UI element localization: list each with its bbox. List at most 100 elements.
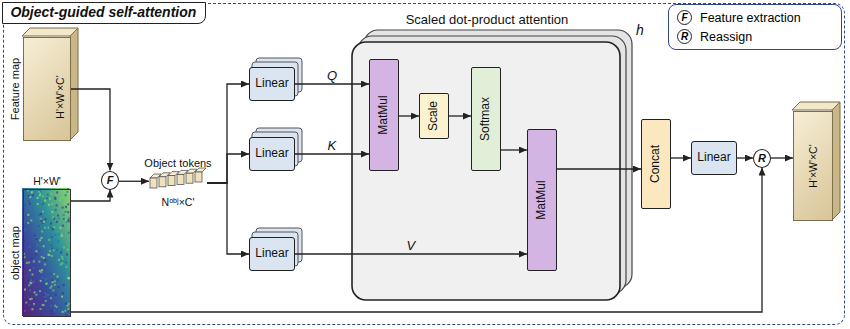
node-label: Scale	[427, 101, 441, 131]
texture-dot	[29, 282, 31, 284]
texture-dot	[28, 261, 30, 263]
texture-dot	[44, 279, 46, 281]
texture-dot	[56, 306, 58, 308]
token-face	[186, 173, 193, 183]
texture-dot	[58, 233, 60, 235]
texture-dot	[41, 202, 43, 204]
texture-dot	[29, 273, 31, 275]
texture-dot	[66, 191, 68, 193]
texture-dot	[42, 277, 44, 279]
texture-dot	[41, 203, 43, 205]
node-label: object map	[9, 226, 22, 280]
texture-dot	[50, 222, 52, 224]
object-map: object mapH'×W'	[23, 189, 71, 317]
texture-dot	[46, 197, 48, 199]
texture-dot	[43, 202, 45, 204]
texture-dot	[31, 308, 33, 310]
texture-dot	[50, 244, 52, 246]
texture-dot	[54, 233, 56, 235]
node-label: Linear	[255, 147, 288, 161]
texture-dot	[27, 274, 29, 276]
texture-dot	[30, 279, 32, 281]
texture-dot	[29, 289, 31, 291]
texture-dot	[55, 294, 57, 296]
head-count-label: h	[636, 23, 644, 38]
node-sublabel: Nᵒᵇʲ×C'	[162, 196, 195, 208]
arrow-connector	[501, 149, 527, 150]
arrow-connector	[671, 157, 691, 158]
texture-dot	[50, 273, 52, 275]
texture-dot	[41, 269, 43, 271]
texture-dot	[63, 214, 65, 216]
texture-dot	[40, 213, 42, 215]
concat-box: Concat	[641, 119, 671, 209]
texture-dot	[58, 248, 60, 250]
texture-dot	[66, 297, 68, 299]
arrow-connector	[399, 115, 419, 116]
symbol-letter: F	[681, 13, 687, 23]
feature-map: Feature mapH'×W'×C'	[23, 37, 71, 141]
node-label: Object tokens	[144, 157, 211, 170]
texture-dot	[58, 286, 60, 288]
texture-dot	[61, 296, 63, 298]
texture-dot	[49, 227, 51, 229]
texture-dot	[65, 303, 67, 305]
texture-dot	[43, 245, 45, 247]
texture-dot	[29, 202, 31, 204]
texture-dot	[31, 274, 33, 276]
texture-dot	[47, 194, 49, 196]
texture-dot	[55, 234, 57, 236]
texture-dot	[42, 210, 44, 212]
legend-text: Reassign	[700, 30, 752, 44]
token-face	[177, 174, 184, 184]
matmul-box: MatMul	[369, 59, 399, 171]
texture-dot	[65, 194, 67, 196]
texture-dot	[47, 291, 49, 293]
texture-dot	[28, 304, 30, 306]
texture-dot	[33, 193, 35, 195]
node-label: Concat	[649, 145, 663, 183]
texture-dot	[56, 221, 58, 223]
edge-label: Q	[327, 69, 337, 83]
texture-dot	[45, 283, 47, 285]
softmax-box: Softmax	[471, 67, 501, 171]
legend-row: RReassign	[677, 27, 833, 46]
texture-dot	[64, 258, 66, 260]
texture-dot	[59, 199, 61, 201]
texture-dot	[34, 291, 36, 293]
texture-dot	[53, 226, 55, 228]
texture-dot	[52, 216, 54, 218]
texture-dot	[50, 193, 52, 195]
texture-dot	[68, 232, 70, 234]
object-map-texture	[22, 188, 70, 316]
texture-dot	[62, 311, 64, 313]
texture-dot	[30, 282, 32, 284]
token-face	[168, 176, 175, 186]
texture-dot	[33, 255, 35, 257]
texture-dot	[68, 217, 70, 219]
texture-dot	[49, 198, 51, 200]
texture-dot	[64, 287, 66, 289]
texture-dot	[27, 222, 29, 224]
operator-circle: F	[101, 171, 119, 190]
texture-dot	[36, 244, 38, 246]
texture-dot	[37, 201, 39, 203]
texture-dot	[54, 280, 56, 282]
legend-text: Feature extraction	[700, 11, 801, 25]
texture-dot	[33, 243, 35, 245]
texture-dot	[24, 267, 26, 269]
texture-dot	[42, 203, 44, 205]
arrow-connector	[295, 153, 369, 154]
texture-dot	[63, 284, 65, 286]
texture-dot	[56, 204, 58, 206]
matmul-box: MatMul	[527, 129, 557, 271]
linear-box: Linear	[691, 141, 737, 175]
slab-side	[70, 28, 78, 140]
texture-dot	[40, 218, 42, 220]
texture-dot	[55, 209, 57, 211]
texture-dot	[58, 217, 60, 219]
operator-circle: R	[753, 149, 771, 168]
texture-dot	[46, 282, 48, 284]
node-label: H'×W'×C'	[807, 144, 819, 187]
texture-dot	[38, 261, 40, 263]
